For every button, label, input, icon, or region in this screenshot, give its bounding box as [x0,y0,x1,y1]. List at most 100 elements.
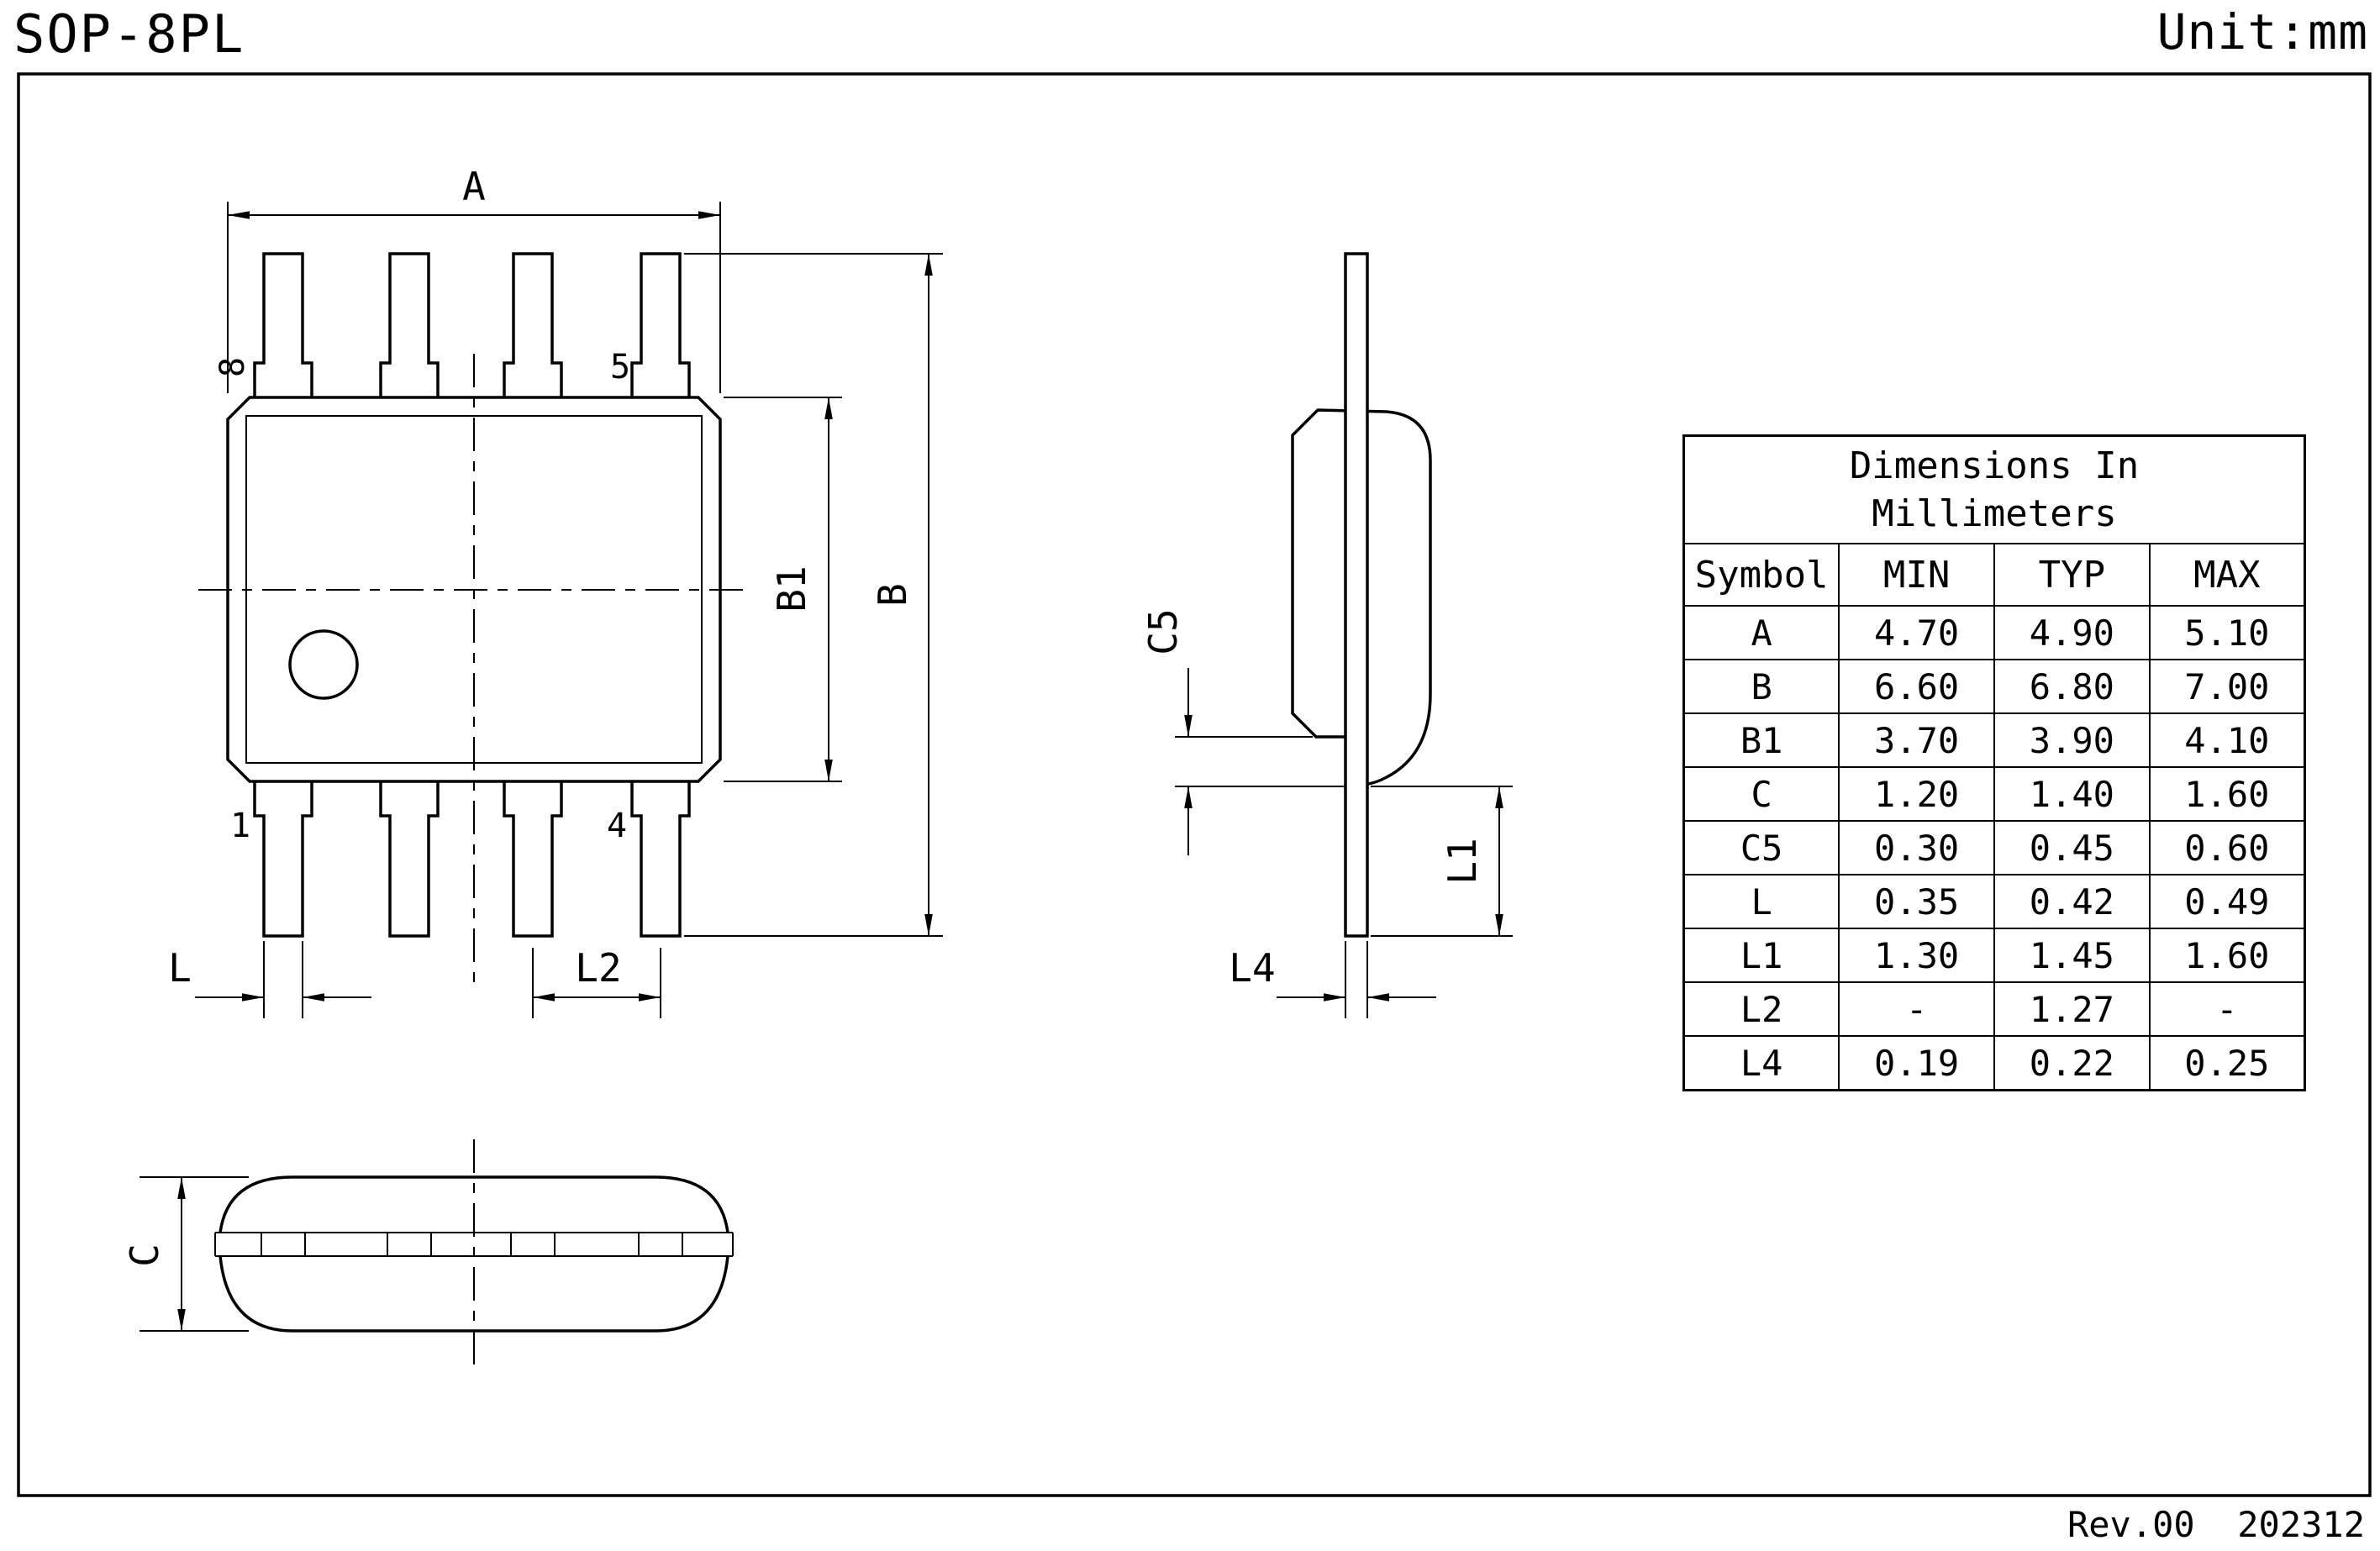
symbol-cell: L4 [1682,1035,1840,1091]
front-view [214,1139,734,1373]
table-row: L4 0.19 0.22 0.25 [1682,1035,2306,1091]
side-body-outline [1291,408,1432,786]
table-row: A 4.70 4.90 5.10 [1682,605,2306,660]
table-row: B1 3.70 3.90 4.10 [1682,712,2306,768]
typ-cell: 3.90 [1993,712,2151,768]
front-pin1-section [261,1233,306,1256]
column-header-min: MIN [1838,543,1995,607]
revision-label: Rev.00 202312 [2067,1504,2365,1545]
dim-b-label: B [870,583,915,607]
dimensions-table: Dimensions In Millimeters Symbol MIN TYP… [1682,434,2306,1091]
typ-cell: 1.40 [1993,766,2151,822]
dim-l4: L4 [1229,941,1436,1018]
package-title: SOP-8PL [13,3,245,65]
table-header-row: Symbol MIN TYP MAX [1682,543,2306,607]
dim-l1-label: L1 [1440,838,1485,884]
max-cell: 7.00 [2148,659,2306,714]
column-header-typ: TYP [1993,543,2151,607]
side-view [1291,252,1432,938]
front-pin4-section [638,1233,683,1256]
max-cell: 1.60 [2148,766,2306,822]
min-cell: 1.30 [1838,928,1995,983]
pin-4-shape [630,781,691,938]
pin-7-shape [379,252,440,397]
max-cell: 4.10 [2148,712,2306,768]
table-row: C 1.20 1.40 1.60 [1682,766,2306,822]
min-cell: - [1838,981,1995,1037]
min-cell: 6.60 [1838,659,1995,714]
table-title-line1: Dimensions In [1849,444,2140,487]
table-row: L1 1.30 1.45 1.60 [1682,928,2306,983]
pin5-label: 5 [610,348,630,386]
symbol-cell: C5 [1682,820,1840,875]
max-cell: 0.60 [2148,820,2306,875]
front-pin3-section [510,1233,556,1256]
symbol-cell: L2 [1682,981,1840,1037]
max-cell: - [2148,981,2306,1037]
dim-l2-label: L2 [575,945,621,991]
min-cell: 1.20 [1838,766,1995,822]
dim-c5-label: C5 [1140,608,1186,655]
pin-3-shape [503,781,563,938]
front-body-top [219,1175,729,1233]
max-cell: 0.49 [2148,874,2306,929]
table-row: B 6.60 6.80 7.00 [1682,659,2306,714]
dim-l4-label: L4 [1229,945,1275,991]
table-row: L2 - 1.27 - [1682,981,2306,1037]
typ-cell: 1.45 [1993,928,2151,983]
table-row: L 0.35 0.42 0.49 [1682,874,2306,929]
dim-l-label: L [168,945,192,991]
symbol-cell: B1 [1682,712,1840,768]
symbol-cell: B [1682,659,1840,714]
symbol-cell: L1 [1682,928,1840,983]
top-view: 8 5 1 4 [198,252,750,988]
pin1-indicator-circle [288,629,359,700]
min-cell: 3.70 [1838,712,1995,768]
dim-b1-label: B1 [769,565,814,612]
dim-l2: L2 [532,945,661,1018]
pin4-label: 4 [607,807,627,845]
column-header-symbol: Symbol [1682,543,1840,607]
dim-l1: L1 [1371,786,1513,937]
dim-c-label: C [122,1243,167,1267]
pin-2-shape [379,781,440,938]
symbol-cell: L [1682,874,1840,929]
table-title-row: Dimensions In Millimeters [1682,434,2306,544]
max-cell: 5.10 [2148,605,2306,660]
column-header-max: MAX [2148,543,2306,607]
dim-b1: B1 [724,397,842,782]
dim-a-label: A [462,164,486,209]
side-lead [1344,252,1369,938]
dim-b: B [684,253,943,937]
unit-label: Unit:mm [2156,3,2368,60]
pin1-label: 1 [230,807,250,845]
min-cell: 0.30 [1838,820,1995,875]
typ-cell: 4.90 [1993,605,2151,660]
max-cell: 1.60 [2148,928,2306,983]
min-cell: 4.70 [1838,605,1995,660]
dim-a: A [227,164,721,393]
sheet-border [17,72,2372,1497]
dim-c: C [122,1176,249,1332]
pin-5-shape [630,252,691,397]
table-title-line2: Millimeters [1872,492,2117,535]
pin-6-shape [503,252,563,397]
front-pin2-section [387,1233,432,1256]
symbol-cell: C [1682,766,1840,822]
min-cell: 0.35 [1838,874,1995,929]
table-row: C5 0.30 0.45 0.60 [1682,820,2306,875]
package-body-outline [226,396,722,783]
min-cell: 0.19 [1838,1035,1995,1091]
symbol-cell: A [1682,605,1840,660]
typ-cell: 0.22 [1993,1035,2151,1091]
typ-cell: 1.27 [1993,981,2151,1037]
dim-l: L [168,941,371,1018]
typ-cell: 0.45 [1993,820,2151,875]
typ-cell: 6.80 [1993,659,2151,714]
pin-1-shape [253,781,313,938]
table-title: Dimensions In Millimeters [1682,434,2306,544]
typ-cell: 0.42 [1993,874,2151,929]
max-cell: 0.25 [2148,1035,2306,1091]
